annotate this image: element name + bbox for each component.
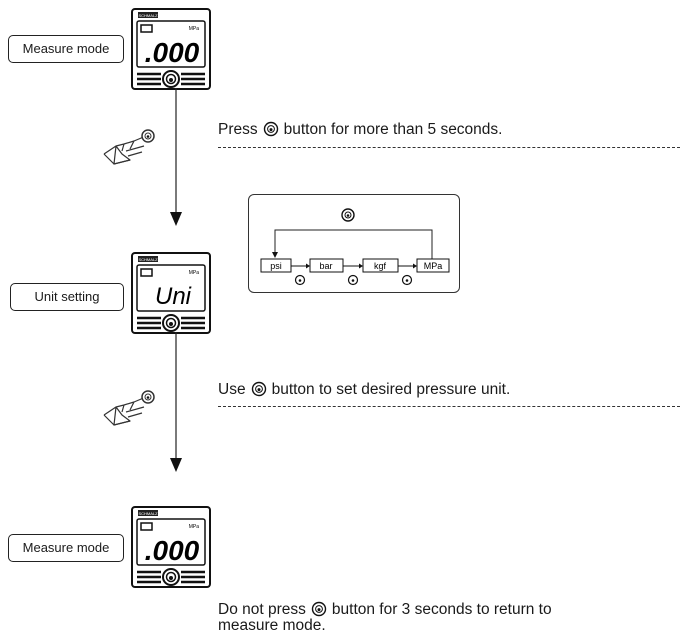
control-panel <box>137 568 205 586</box>
mode-label-measure-top: Measure mode <box>8 35 124 63</box>
instruction-step-1: Press button for more than 5 seconds. <box>218 121 502 139</box>
lcd-screen <box>136 518 206 566</box>
divider-dashed-1 <box>218 147 680 148</box>
mode-button-icon <box>263 121 278 137</box>
brand-text: SCHMALZ <box>138 511 158 516</box>
lcd-reading: .000 <box>145 535 200 566</box>
status-icon <box>140 522 153 531</box>
control-panel <box>137 70 205 88</box>
unit-label-bar: bar <box>319 261 332 271</box>
mode-button-icon <box>251 381 266 397</box>
status-icon <box>140 24 153 33</box>
lcd-screen <box>136 20 206 68</box>
pressing-hand-icon <box>103 390 155 426</box>
status-icon <box>140 268 153 277</box>
instruction-step-2-before: Use <box>218 381 246 398</box>
mode-label-unit-setting: Unit setting <box>10 283 124 311</box>
brand-text: SCHMALZ <box>138 257 158 262</box>
unit-label-mpa: MPa <box>424 261 443 271</box>
pressing-hand-icon <box>103 129 155 165</box>
mode-button-icon <box>341 208 355 222</box>
mode-button-icon <box>311 601 327 617</box>
brand-badge <box>138 256 158 262</box>
lcd-reading: Uni <box>155 283 192 310</box>
unit-cycle-flow: psi bar kgf MPa <box>260 208 450 286</box>
unit-indicator: MPa <box>189 524 200 530</box>
down-arrow-icon <box>170 332 182 472</box>
mode-button-icon <box>401 274 413 286</box>
mode-label-measure-bottom: Measure mode <box>8 534 124 562</box>
gauge-display-bottom: SCHMALZ MPa .000 <box>131 506 211 588</box>
instruction-step-1-after: button for more than 5 seconds. <box>283 121 503 138</box>
unit-box-mpa <box>416 258 450 273</box>
divider-dashed-2 <box>218 406 680 407</box>
instruction-step-3: Do not press button for 3 seconds to retu… <box>218 601 552 634</box>
instruction-step-2-after: button to set desired pressure unit. <box>271 381 511 398</box>
lcd-screen <box>136 264 206 312</box>
unit-indicator: MPa <box>189 270 200 276</box>
control-panel <box>137 314 205 332</box>
unit-indicator: MPa <box>189 26 200 32</box>
gauge-display-mid: SCHMALZ MPa Uni <box>131 252 211 334</box>
unit-label-kgf: kgf <box>374 261 387 271</box>
instruction-step-3-before: Do not press <box>218 601 306 618</box>
brand-text: SCHMALZ <box>138 13 158 18</box>
instruction-step-1-before: Press <box>218 121 258 138</box>
brand-badge <box>138 510 158 516</box>
instruction-step-3-line2: measure mode. <box>218 617 326 634</box>
gauge-display-top: SCHMALZ MPa .000 <box>131 8 211 90</box>
mode-button-icon <box>294 274 306 286</box>
mode-button-icon <box>347 274 359 286</box>
unit-label-psi: psi <box>270 261 282 271</box>
instruction-step-3-after: button for 3 seconds to return to <box>331 601 552 618</box>
brand-badge <box>138 12 158 18</box>
down-arrow-icon <box>170 88 182 226</box>
instruction-step-2: Use button to set desired pressure unit. <box>218 381 510 399</box>
lcd-reading: .000 <box>145 37 200 68</box>
